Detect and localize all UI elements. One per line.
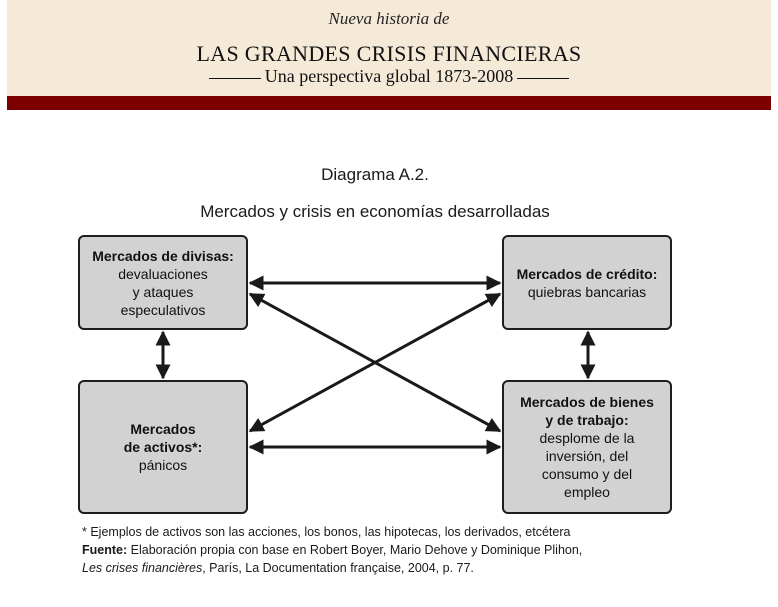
node-divisas-line: y ataques: [132, 283, 194, 300]
source-text: Elaboración propia con base en Robert Bo…: [130, 543, 583, 557]
tagline-rule-left: [208, 78, 261, 79]
node-bienes-line: desplome de la: [539, 430, 635, 446]
node-bienes-line: empleo: [564, 484, 610, 500]
node-bienes-line: inversión, del: [545, 448, 629, 464]
source-publication: Les crises financières, París, La Docume…: [82, 561, 474, 575]
node-mercados-de-bienes: Mercados de bienes y de trabajo: desplom…: [502, 380, 672, 514]
node-mercados-de-credito: Mercados de crédito: quiebras bancarias: [502, 235, 672, 330]
diagram-title: Mercados y crisis en economías desarroll…: [200, 202, 550, 221]
node-bienes-line: consumo y del: [541, 466, 633, 482]
book-header: Nueva historia de LAS GRANDES CRISIS FIN…: [7, 0, 771, 96]
tagline-rule-right: [517, 78, 570, 79]
header-band: [7, 96, 771, 110]
series-label: Nueva historia de: [328, 9, 450, 28]
diagram-label: Diagrama A.2.: [321, 165, 429, 184]
node-mercados-de-activos: Mercados de activos*: pánicos: [78, 380, 248, 514]
node-activos-line: pánicos: [138, 457, 188, 473]
node-bienes-heading: y de trabajo:: [545, 412, 629, 428]
book-tagline: Una perspectiva global 1873-2008: [7, 66, 771, 87]
source-book-title: Les crises financières: [82, 561, 203, 575]
source-publication-details: , París, La Documentation française, 200…: [202, 561, 474, 575]
node-mercados-de-divisas: Mercados de divisas: devaluaciones y ata…: [78, 235, 248, 330]
tagline-text: Una perspectiva global 1873-2008: [264, 66, 514, 86]
node-credito-heading: Mercados de crédito:: [516, 265, 658, 282]
source-label: Fuente:: [82, 543, 128, 557]
book-title: LAS GRANDES CRISIS FINANCIERAS: [196, 41, 582, 66]
node-credito-line: quiebras bancarias: [527, 283, 647, 300]
node-activos-line: Mercados: [130, 421, 196, 437]
node-bienes-heading: Mercados de bienes: [520, 394, 654, 410]
node-activos-line: de activos*:: [123, 439, 203, 455]
footnote: * Ejemplos de activos son las acciones, …: [82, 525, 571, 539]
node-divisas-heading: Mercados de divisas:: [92, 247, 234, 264]
node-divisas-line: especulativos: [120, 301, 206, 318]
source-note: Fuente: Elaboración propia con base en R…: [82, 543, 582, 557]
node-divisas-line: devaluaciones: [118, 265, 208, 282]
arrow-credito-activos: [248, 292, 502, 433]
